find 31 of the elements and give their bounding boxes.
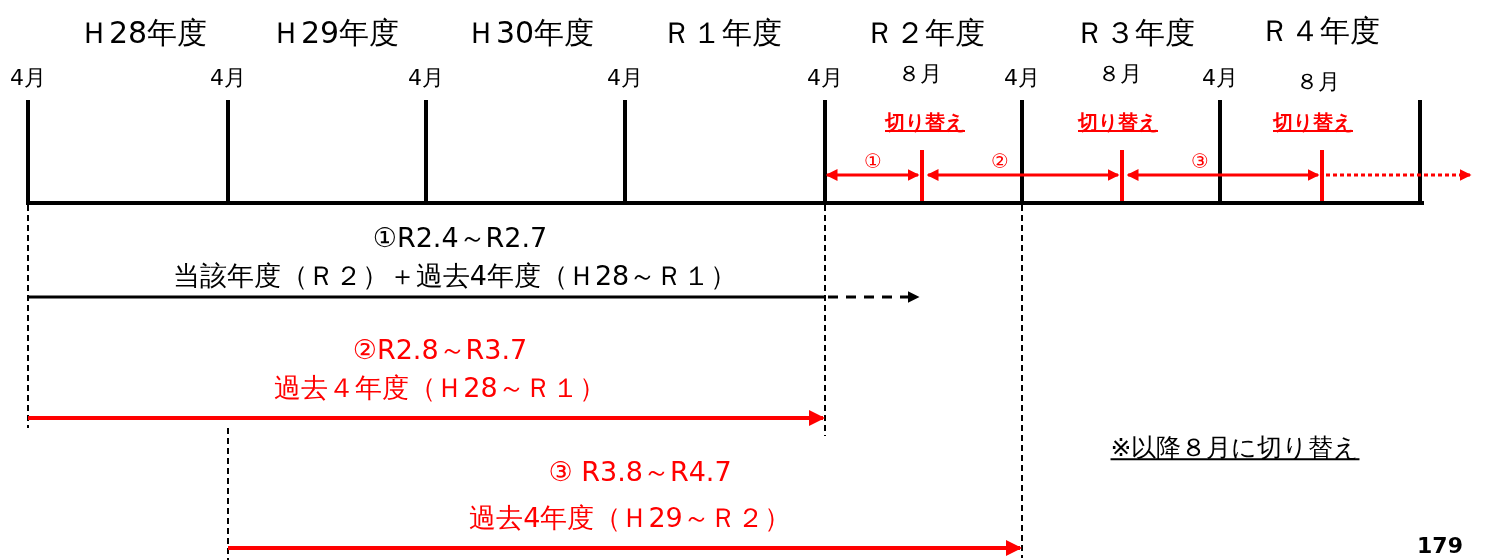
month-label: ８月	[898, 61, 942, 87]
year-label: Ｈ30年度	[465, 15, 595, 49]
year-label: Ｈ28年度	[78, 15, 208, 49]
month-label: ８月	[1296, 69, 1340, 95]
year-label: Ｈ29年度	[270, 15, 400, 49]
year-label: Ｒ３年度	[1075, 15, 1195, 49]
period-number: ②	[991, 150, 1009, 172]
month-label: 4月	[607, 65, 643, 91]
month-label: 4月	[1202, 65, 1238, 91]
period-number: ③	[1191, 150, 1209, 172]
period-number: ①	[864, 150, 882, 172]
month-label: 4月	[1004, 65, 1040, 91]
month-label: 4月	[210, 65, 246, 91]
period-label: 過去４年度（Ｈ28～Ｒ１）	[274, 373, 606, 403]
month-label: 4月	[807, 65, 843, 91]
switch-label: 切り替え	[1273, 111, 1353, 133]
period-label: ③ R3.8～R4.7	[548, 457, 732, 487]
month-label: 4月	[408, 65, 444, 91]
year-label: Ｒ２年度	[865, 15, 985, 49]
year-label: Ｒ４年度	[1260, 13, 1380, 47]
period-label: ①R2.4～R2.7	[372, 223, 548, 253]
year-label: Ｒ１年度	[662, 15, 782, 49]
period-label: 当該年度（Ｒ２）＋過去4年度（Ｈ28～Ｒ１）	[172, 261, 738, 291]
month-label: ８月	[1098, 61, 1142, 87]
period-label: 過去4年度（Ｈ29～Ｒ２）	[469, 503, 791, 533]
page-number: 179	[1417, 533, 1463, 559]
switch-label: 切り替え	[1078, 111, 1158, 133]
switch-label: 切り替え	[885, 111, 965, 133]
note: ※以降８月に切り替え	[1110, 434, 1360, 462]
period-label: ②R2.8～R3.7	[352, 335, 528, 365]
month-label: 4月	[10, 65, 46, 91]
